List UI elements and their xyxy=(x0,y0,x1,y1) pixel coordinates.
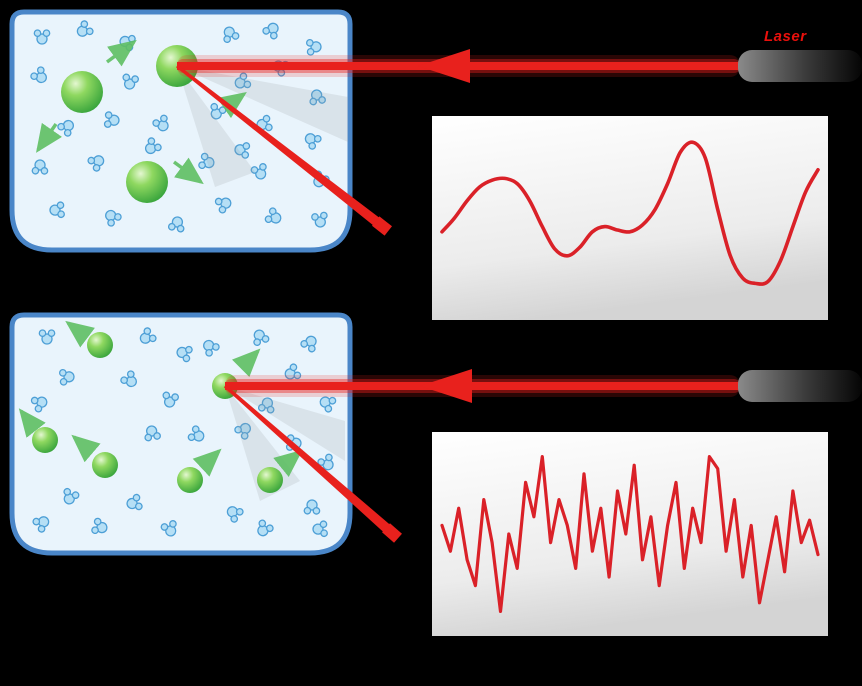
laser-beam-top xyxy=(177,49,740,83)
scattered-beams xyxy=(176,64,402,543)
sample-cell-bottom-contents xyxy=(18,320,345,540)
particle-sphere xyxy=(87,332,113,358)
intensity-trace-fast xyxy=(440,455,820,613)
scattered-beam-bottom xyxy=(223,384,402,543)
laser-device-top-body xyxy=(738,50,862,82)
sample-cell-bottom xyxy=(9,312,353,556)
laser-device-bottom xyxy=(738,370,862,402)
motion-arrow-icon xyxy=(232,348,261,377)
motion-arrow-icon xyxy=(18,408,46,438)
motion-arrow-icon xyxy=(192,448,222,477)
sample-cell-top xyxy=(9,9,353,253)
intensity-trace-slow xyxy=(440,140,820,286)
sample-cell-top-contents xyxy=(28,18,348,234)
laser-beam-bottom xyxy=(225,369,740,403)
motion-arrow-icon xyxy=(65,320,95,348)
motion-arrow-icon xyxy=(36,122,63,153)
motion-arrow-icon xyxy=(105,39,137,67)
motion-arrow-icon xyxy=(273,449,303,477)
intensity-graph-top-panel xyxy=(432,116,828,320)
particle-sphere xyxy=(32,427,58,453)
laser-device-bottom-body xyxy=(738,370,862,402)
scattered-beam-tip xyxy=(382,523,402,543)
particle-sphere xyxy=(257,467,283,493)
scattered-beam-tip xyxy=(372,216,392,236)
sample-cell-top-wall xyxy=(9,9,353,253)
motion-arrow-icon xyxy=(71,434,101,463)
laser-device-top xyxy=(738,50,862,82)
particle-sphere xyxy=(126,161,168,203)
motion-arrow-icon xyxy=(172,157,204,185)
particle-sphere xyxy=(61,71,103,113)
intensity-graph-top xyxy=(432,116,828,320)
particle-sphere xyxy=(92,452,118,478)
beam-arrowhead-icon xyxy=(420,369,472,403)
beam-arrowhead-icon xyxy=(418,49,470,83)
scattering-cone xyxy=(177,66,348,142)
scattering-cone xyxy=(177,66,255,187)
scattered-beam-top xyxy=(176,64,392,236)
laser-beams xyxy=(177,49,740,403)
sample-cell-bottom-wall xyxy=(9,312,353,556)
intensity-graph-bottom xyxy=(432,432,828,636)
scattering-cone xyxy=(225,386,345,461)
laser-label: Laser xyxy=(764,28,807,45)
particle-sphere xyxy=(177,467,203,493)
